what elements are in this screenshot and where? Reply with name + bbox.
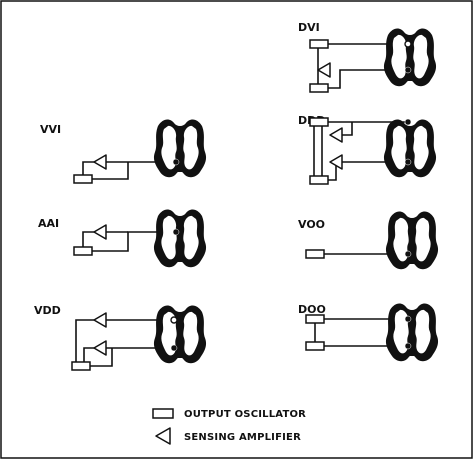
sensing-amplifier-symbol bbox=[329, 154, 343, 170]
oscillator-box bbox=[71, 361, 91, 371]
oscillator-box bbox=[305, 341, 325, 351]
oscillator-box bbox=[309, 83, 329, 93]
mode-vdd: VDD bbox=[34, 304, 207, 371]
sensing-amplifier-symbol bbox=[329, 127, 343, 143]
oscillator-box bbox=[309, 117, 329, 127]
mode-aai: AAI bbox=[38, 209, 207, 268]
oscillator-box bbox=[73, 174, 93, 184]
sensing-amplifier-symbol bbox=[93, 312, 107, 328]
sensing-amplifier-symbol bbox=[93, 340, 107, 356]
atrial-lead-tip bbox=[172, 228, 180, 236]
sensing-amplifier-symbol bbox=[317, 62, 331, 78]
legend: OUTPUT OSCILLATOR SENSING AMPLIFIER bbox=[152, 408, 306, 445]
heart-icon bbox=[385, 211, 439, 270]
legend-oscillator: OUTPUT OSCILLATOR bbox=[184, 409, 306, 420]
legend-amplifier: SENSING AMPLIFIER bbox=[184, 432, 301, 443]
mode-voo: VOO bbox=[298, 211, 439, 270]
mode-label-aai: AAI bbox=[38, 217, 59, 230]
mode-doo: DOO bbox=[298, 303, 439, 362]
ventricular-lead-tip bbox=[172, 158, 180, 166]
ventricular-lead-tip bbox=[404, 158, 412, 166]
oscillator-box bbox=[309, 175, 329, 185]
mode-ddd: DDD bbox=[298, 114, 437, 185]
ventricular-lead-tip bbox=[404, 342, 412, 350]
ventricular-lead-tip bbox=[404, 66, 412, 74]
oscillator-legend-icon bbox=[152, 408, 174, 419]
heart-icon bbox=[383, 28, 437, 87]
atrial-lead-tip bbox=[404, 118, 412, 126]
oscillator-box bbox=[73, 246, 93, 256]
heart-icon bbox=[153, 209, 207, 268]
sensing-amplifier-symbol bbox=[93, 154, 107, 170]
heart-icon bbox=[385, 303, 439, 362]
oscillator-box bbox=[305, 249, 325, 259]
ventricular-lead-tip bbox=[170, 344, 178, 352]
sensing-amplifier-symbol bbox=[93, 224, 107, 240]
amplifier-legend-icon bbox=[155, 427, 171, 445]
mode-label-vdd: VDD bbox=[34, 304, 61, 317]
oscillator-box bbox=[305, 314, 325, 324]
heart-icon bbox=[153, 119, 207, 178]
mode-vvi: VVI bbox=[40, 119, 207, 184]
ventricular-lead-tip bbox=[404, 250, 412, 258]
oscillator-box bbox=[309, 39, 329, 49]
heart-icon bbox=[153, 305, 207, 364]
mode-label-dvi: DVI bbox=[298, 21, 320, 34]
mode-label-vvi: VVI bbox=[40, 123, 61, 136]
heart-icon bbox=[383, 119, 437, 178]
mode-label-voo: VOO bbox=[298, 218, 325, 231]
mode-dvi: DVI bbox=[298, 21, 437, 93]
mode-label-doo: DOO bbox=[298, 303, 326, 316]
atrial-lead-tip bbox=[404, 40, 412, 48]
atrial-lead-tip bbox=[170, 316, 178, 324]
atrial-lead-tip bbox=[404, 315, 412, 323]
